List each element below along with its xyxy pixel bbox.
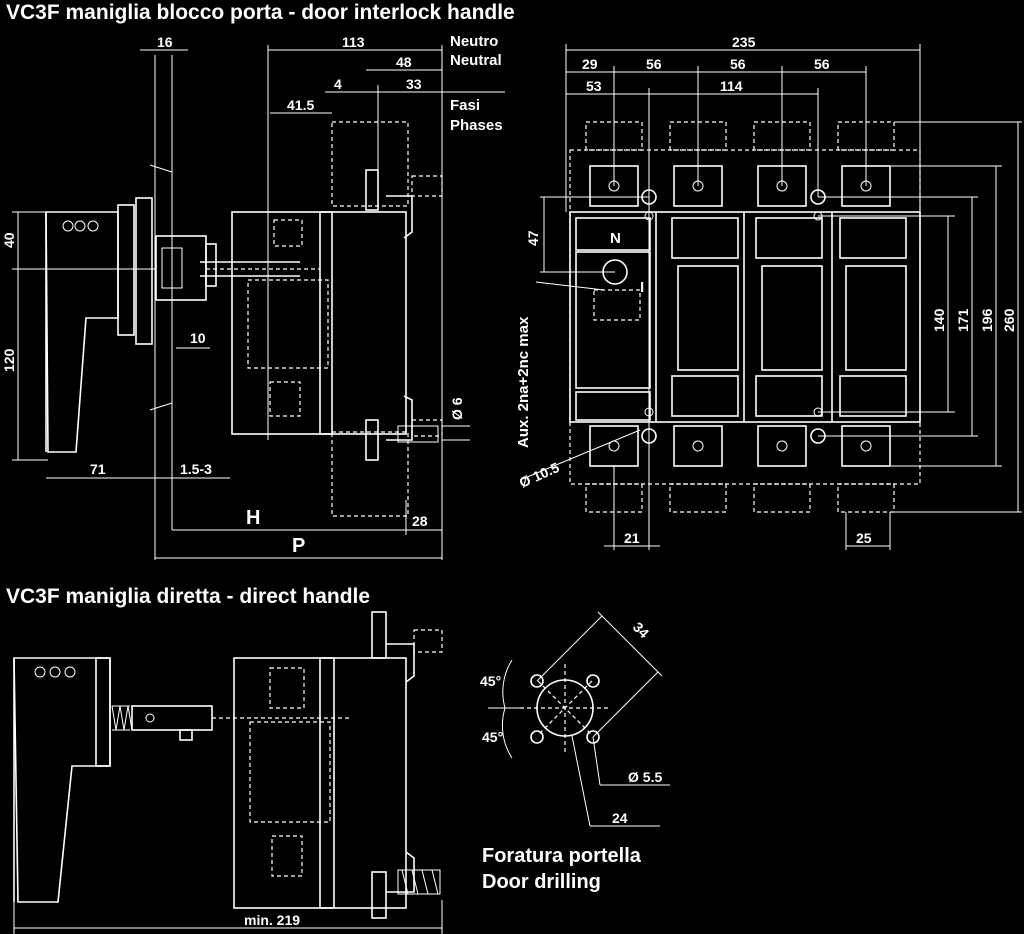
on-mark: I — [640, 279, 644, 296]
dim-P: P — [292, 535, 305, 557]
dim-min-219: min. 219 — [244, 912, 300, 928]
label-aux-contacts: Aux. 2na+2nc max — [515, 316, 532, 448]
dim-53: 53 — [586, 78, 602, 94]
dim-33: 33 — [406, 76, 422, 92]
dim-16: 16 — [157, 34, 173, 50]
dim-171: 171 — [955, 308, 971, 332]
dim-dia-5-5: Ø 5.5 — [628, 769, 662, 785]
dim-56-a: 56 — [646, 56, 662, 72]
dim-29: 29 — [582, 56, 598, 72]
label-neutral: Neutral — [450, 52, 502, 69]
dim-140: 140 — [931, 308, 947, 332]
title-door-interlock: VC3F maniglia blocco porta - door interl… — [6, 1, 515, 24]
dim-120: 120 — [1, 348, 17, 372]
dim-235: 235 — [732, 34, 756, 50]
dim-196: 196 — [979, 308, 995, 332]
label-neutro: Neutro — [450, 33, 498, 50]
dimensions-front-view: 235 29 56 56 56 53 114 47 140 171 196 — [515, 34, 1022, 550]
label-fasi: Fasi — [450, 97, 480, 114]
label-phases: Phases — [450, 117, 503, 134]
dim-28: 28 — [412, 513, 428, 529]
dim-10: 10 — [190, 330, 206, 346]
dim-H: H — [246, 507, 260, 529]
dim-34: 34 — [630, 619, 652, 641]
title-direct-handle: VC3F maniglia diretta - direct handle — [6, 585, 370, 608]
dim-dia-6: Ø 6 — [449, 397, 465, 420]
neutral-mark: N — [610, 230, 621, 247]
dim-56-b: 56 — [730, 56, 746, 72]
dim-260: 260 — [1001, 308, 1017, 332]
door-drilling-pattern: 34 45° 45° Ø 5.5 24 Foratura portella Do… — [480, 611, 670, 893]
dim-114: 114 — [720, 78, 743, 94]
handle-body — [45, 211, 119, 453]
dim-40: 40 — [1, 232, 17, 248]
dimension-min-219: min. 219 — [13, 900, 443, 934]
dim-25: 25 — [856, 530, 872, 546]
dim-71: 71 — [90, 461, 106, 477]
dim-56-c: 56 — [814, 56, 830, 72]
dim-45-upper: 45° — [480, 673, 501, 689]
dim-4: 4 — [334, 76, 342, 92]
dim-45-lower: 45° — [482, 729, 503, 745]
label-door-drilling: Door drilling — [482, 871, 601, 893]
side-view-direct — [13, 611, 443, 919]
dim-dia-10-5: Ø 10.5 — [517, 459, 562, 491]
dim-41-5: 41.5 — [287, 97, 314, 113]
dim-113: 113 — [342, 34, 365, 50]
dim-21: 21 — [624, 530, 640, 546]
dim-48: 48 — [396, 54, 412, 70]
dim-1-5-3: 1.5-3 — [180, 461, 212, 477]
dim-47: 47 — [525, 230, 541, 246]
dimensions-side-view: 16 113 48 4 33 41.5 Neutro Neutral Fasi … — [1, 33, 505, 560]
dim-24: 24 — [612, 810, 628, 826]
label-foratura-portella: Foratura portella — [482, 845, 642, 867]
front-view: N I — [569, 121, 921, 513]
side-view-interlock — [45, 121, 443, 517]
